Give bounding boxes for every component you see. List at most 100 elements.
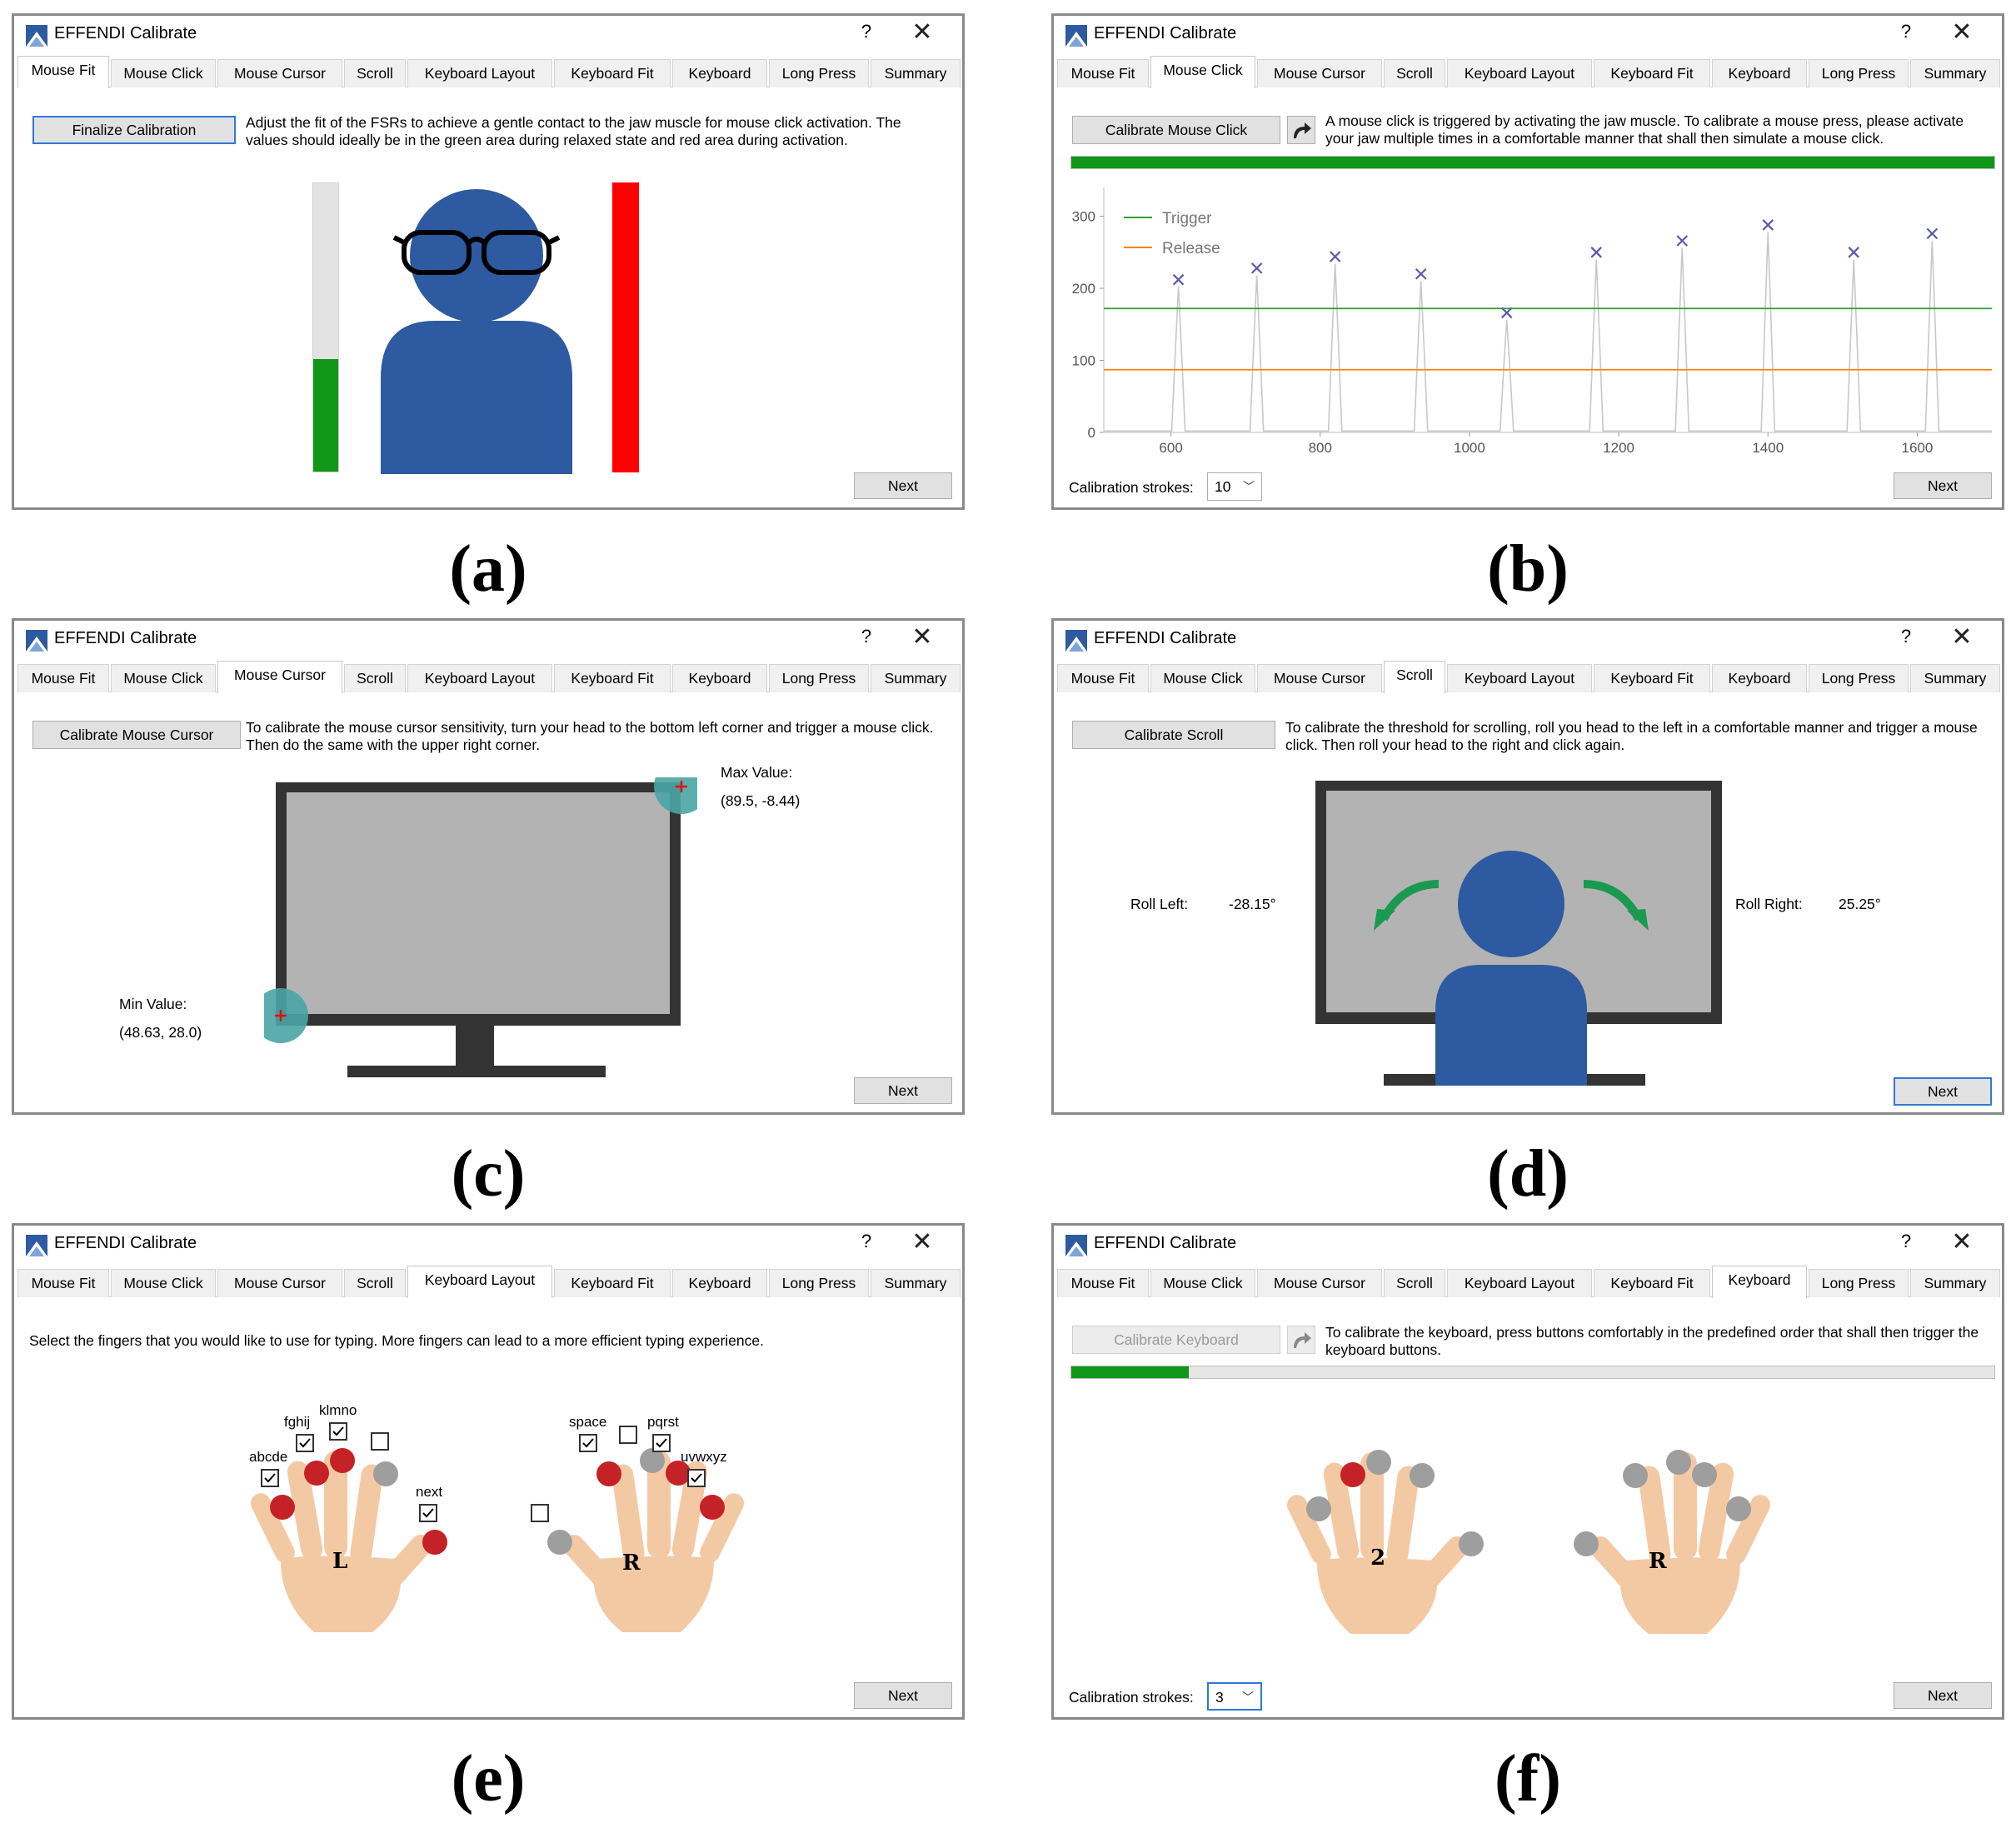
tab-mouse-cursor[interactable]: Mouse Cursor bbox=[217, 1269, 342, 1297]
tab-mouse-fit[interactable]: Mouse Fit bbox=[17, 56, 109, 88]
tab-mouse-click[interactable]: Mouse Click bbox=[1150, 1269, 1255, 1297]
tab-long-press[interactable]: Long Press bbox=[1809, 59, 1909, 87]
tab-keyboard-fit[interactable]: Keyboard Fit bbox=[1594, 1269, 1710, 1297]
tab-long-press[interactable]: Long Press bbox=[769, 59, 869, 87]
tab-scroll[interactable]: Scroll bbox=[1384, 1269, 1445, 1297]
finger-left-ring[interactable] bbox=[304, 1461, 329, 1486]
tab-long-press[interactable]: Long Press bbox=[1809, 1269, 1909, 1297]
next-button[interactable]: Next bbox=[854, 1077, 952, 1104]
tab-summary[interactable]: Summary bbox=[1910, 59, 2000, 87]
tab-keyboard-fit[interactable]: Keyboard Fit bbox=[554, 1269, 671, 1297]
tab-mouse-cursor[interactable]: Mouse Cursor bbox=[1257, 664, 1382, 692]
tab-keyboard[interactable]: Keyboard bbox=[1712, 1266, 1807, 1298]
finger-left-pinky[interactable] bbox=[270, 1495, 295, 1520]
tab-mouse-fit[interactable]: Mouse Fit bbox=[17, 1269, 109, 1297]
tab-keyboard-fit[interactable]: Keyboard Fit bbox=[554, 664, 671, 692]
finger-right-middle[interactable] bbox=[640, 1448, 665, 1473]
close-button[interactable]: ✕ bbox=[911, 18, 933, 46]
tab-mouse-click[interactable]: Mouse Click bbox=[1150, 56, 1255, 88]
tab-summary[interactable]: Summary bbox=[871, 664, 961, 692]
tab-mouse-click[interactable]: Mouse Click bbox=[111, 59, 216, 87]
tab-mouse-cursor[interactable]: Mouse Cursor bbox=[1257, 1269, 1382, 1297]
checkbox-uvwxyz[interactable] bbox=[687, 1469, 706, 1487]
tab-keyboard-fit[interactable]: Keyboard Fit bbox=[1594, 59, 1710, 87]
tab-scroll[interactable]: Scroll bbox=[344, 664, 406, 692]
finalize-calibration-button[interactable]: Finalize Calibration bbox=[32, 116, 236, 144]
tab-long-press[interactable]: Long Press bbox=[769, 1269, 869, 1297]
help-button[interactable]: ? bbox=[1900, 1231, 1912, 1251]
next-button[interactable]: Next bbox=[854, 472, 952, 499]
finger-right-pinky[interactable] bbox=[700, 1495, 725, 1520]
tab-keyboard[interactable]: Keyboard bbox=[672, 59, 767, 87]
redo-button[interactable] bbox=[1287, 116, 1315, 144]
checkbox-abcde[interactable] bbox=[261, 1469, 279, 1487]
tab-keyboard[interactable]: Keyboard bbox=[1712, 664, 1807, 692]
finger-left-middle[interactable] bbox=[330, 1448, 355, 1473]
next-button[interactable]: Next bbox=[1894, 472, 1992, 499]
calibrate-mouse-cursor-button[interactable]: Calibrate Mouse Cursor bbox=[32, 721, 241, 749]
tab-keyboard[interactable]: Keyboard bbox=[672, 664, 767, 692]
tab-keyboard-layout[interactable]: Keyboard Layout bbox=[407, 1266, 552, 1298]
tab-mouse-cursor[interactable]: Mouse Cursor bbox=[217, 661, 342, 693]
calibrate-scroll-button[interactable]: Calibrate Scroll bbox=[1072, 721, 1275, 749]
tab-keyboard-layout[interactable]: Keyboard Layout bbox=[407, 664, 552, 692]
checkbox-pqrst[interactable] bbox=[652, 1434, 671, 1452]
tab-mouse-click[interactable]: Mouse Click bbox=[111, 664, 216, 692]
calibrate-mouse-click-button[interactable]: Calibrate Mouse Click bbox=[1072, 116, 1280, 144]
tab-long-press[interactable]: Long Press bbox=[1809, 664, 1909, 692]
calibration-strokes-select[interactable]: 3﹀ bbox=[1207, 1682, 1262, 1711]
help-button[interactable]: ? bbox=[1900, 21, 1912, 42]
checkbox-klmno[interactable] bbox=[329, 1422, 347, 1441]
checkbox-next[interactable] bbox=[419, 1504, 437, 1522]
close-button[interactable]: ✕ bbox=[1951, 623, 1973, 651]
tab-keyboard-layout[interactable]: Keyboard Layout bbox=[1447, 59, 1592, 87]
tab-scroll[interactable]: Scroll bbox=[344, 1269, 406, 1297]
tab-mouse-fit[interactable]: Mouse Fit bbox=[1057, 1269, 1149, 1297]
next-button[interactable]: Next bbox=[1894, 1077, 1992, 1106]
tab-keyboard[interactable]: Keyboard bbox=[1712, 59, 1807, 87]
finger-right-thumb[interactable] bbox=[547, 1530, 572, 1555]
finger-left-index[interactable] bbox=[373, 1461, 398, 1486]
tab-mouse-fit[interactable]: Mouse Fit bbox=[1057, 664, 1149, 692]
tab-summary[interactable]: Summary bbox=[1910, 1269, 2000, 1297]
next-button[interactable]: Next bbox=[1894, 1682, 1992, 1709]
checkbox-space[interactable] bbox=[579, 1434, 597, 1452]
close-button[interactable]: ✕ bbox=[1951, 1228, 1973, 1256]
calibration-strokes-select[interactable]: 10﹀ bbox=[1207, 472, 1262, 501]
tab-keyboard-layout[interactable]: Keyboard Layout bbox=[1447, 664, 1592, 692]
tab-scroll[interactable]: Scroll bbox=[1384, 59, 1445, 87]
checkbox-right-middle[interactable] bbox=[619, 1426, 637, 1444]
tab-scroll[interactable]: Scroll bbox=[1384, 661, 1445, 693]
close-button[interactable]: ✕ bbox=[911, 623, 933, 651]
help-button[interactable]: ? bbox=[861, 626, 872, 647]
redo-button[interactable] bbox=[1287, 1326, 1315, 1354]
finger-right-index[interactable] bbox=[596, 1461, 621, 1486]
close-button[interactable]: ✕ bbox=[1951, 18, 1973, 46]
tab-mouse-fit[interactable]: Mouse Fit bbox=[17, 664, 109, 692]
help-button[interactable]: ? bbox=[1900, 626, 1912, 647]
tab-mouse-fit[interactable]: Mouse Fit bbox=[1057, 59, 1149, 87]
tab-scroll[interactable]: Scroll bbox=[344, 59, 406, 87]
tab-keyboard-fit[interactable]: Keyboard Fit bbox=[1594, 664, 1710, 692]
calibrate-keyboard-button[interactable]: Calibrate Keyboard bbox=[1072, 1326, 1280, 1354]
finger-right-ring[interactable] bbox=[666, 1461, 691, 1486]
tab-summary[interactable]: Summary bbox=[871, 59, 961, 87]
checkbox-left-index[interactable] bbox=[371, 1432, 389, 1451]
help-button[interactable]: ? bbox=[861, 1231, 872, 1251]
tab-mouse-click[interactable]: Mouse Click bbox=[1150, 664, 1255, 692]
checkbox-fghij[interactable] bbox=[296, 1434, 314, 1452]
next-button[interactable]: Next bbox=[854, 1682, 952, 1709]
help-button[interactable]: ? bbox=[861, 21, 872, 42]
tab-keyboard-layout[interactable]: Keyboard Layout bbox=[407, 59, 552, 87]
tab-summary[interactable]: Summary bbox=[1910, 664, 2000, 692]
tab-keyboard[interactable]: Keyboard bbox=[672, 1269, 767, 1297]
tab-mouse-cursor[interactable]: Mouse Cursor bbox=[1257, 59, 1382, 87]
tab-keyboard-fit[interactable]: Keyboard Fit bbox=[554, 59, 671, 87]
tab-mouse-cursor[interactable]: Mouse Cursor bbox=[217, 59, 342, 87]
checkbox-right-thumb[interactable] bbox=[531, 1504, 549, 1522]
tab-summary[interactable]: Summary bbox=[871, 1269, 961, 1297]
tab-long-press[interactable]: Long Press bbox=[769, 664, 869, 692]
tab-keyboard-layout[interactable]: Keyboard Layout bbox=[1447, 1269, 1592, 1297]
close-button[interactable]: ✕ bbox=[911, 1228, 933, 1256]
finger-left-thumb[interactable] bbox=[422, 1530, 447, 1555]
